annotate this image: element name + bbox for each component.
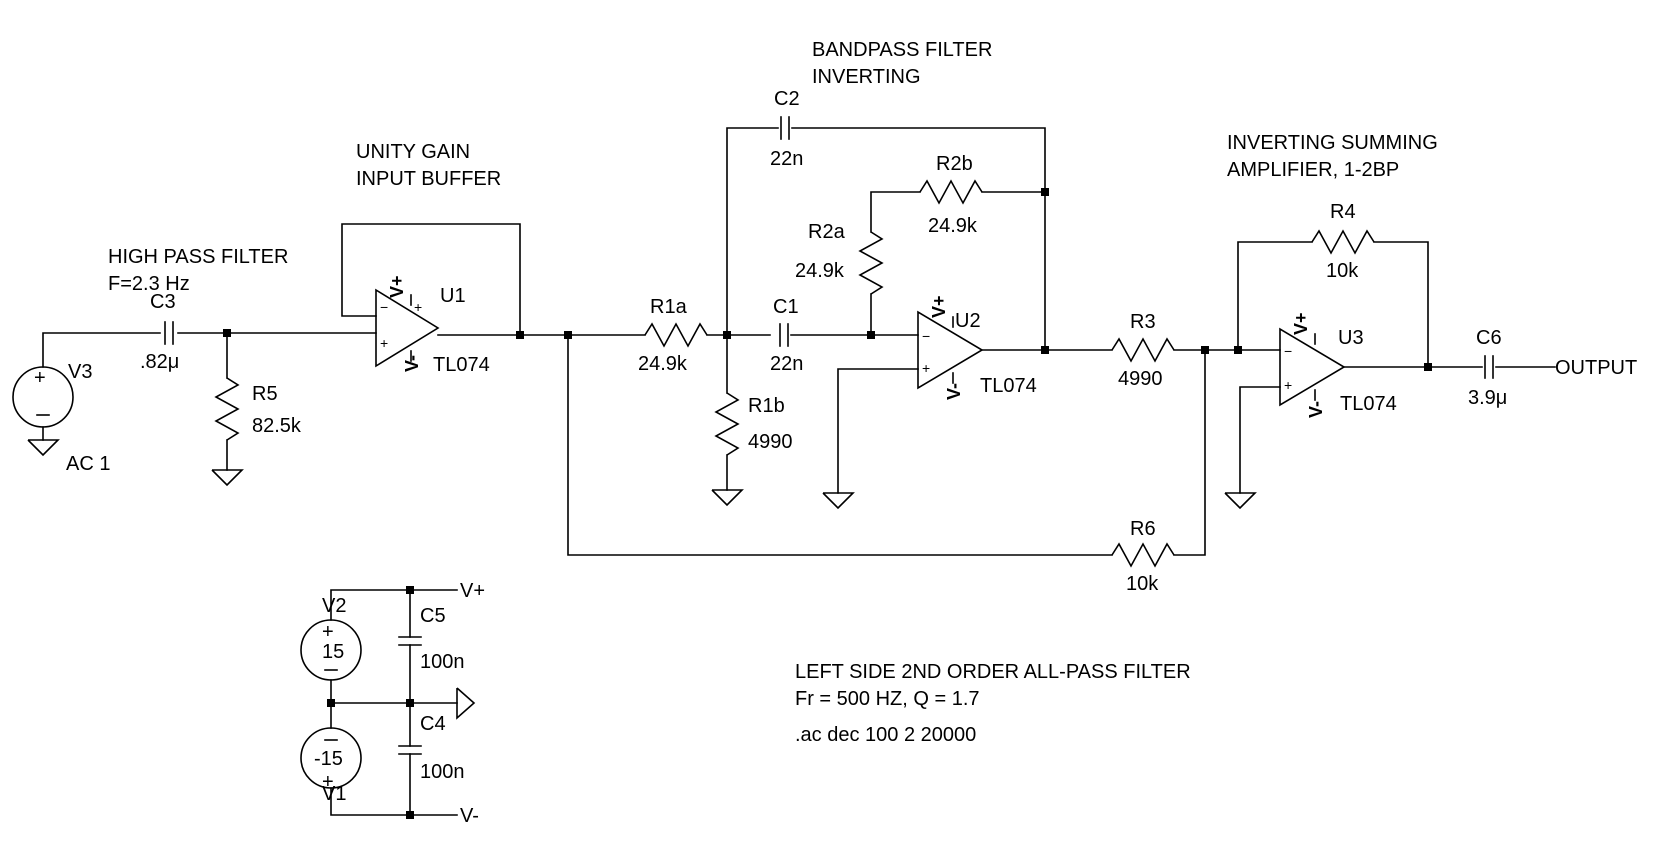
u2-value: TL074 <box>980 375 1037 397</box>
r2b-label: R2b <box>936 153 973 175</box>
c5-value: 100n <box>420 651 465 673</box>
r1a-value: 24.9k <box>638 353 688 375</box>
u1-plus-pin: + <box>380 335 388 351</box>
vminus-net-label: V- <box>460 805 479 827</box>
u3-minus-pin: − <box>1284 343 1292 359</box>
r2a-label: R2a <box>808 221 846 243</box>
c3-label: C3 <box>150 291 176 313</box>
c2-value: 22n <box>770 148 803 170</box>
svg-text:+: + <box>322 621 334 643</box>
opamp-u3[interactable]: − + <box>1279 327 1346 407</box>
resistor-r1a[interactable] <box>644 322 708 348</box>
buffer-title-line1: UNITY GAIN <box>356 141 470 163</box>
bandpass-title-line2: INVERTING <box>812 66 921 88</box>
r1a-label: R1a <box>650 296 688 318</box>
r6-label: R6 <box>1130 518 1156 540</box>
summing-title-line2: AMPLIFIER, 1-2BP <box>1227 159 1399 181</box>
u1-minus-pin: − <box>380 299 388 315</box>
opamp-u2[interactable]: − + <box>917 310 984 390</box>
capacitor-c3[interactable] <box>164 321 174 345</box>
ground-u3 <box>1224 492 1257 510</box>
spice-directive: .ac dec 100 2 20000 <box>795 724 976 746</box>
capacitor-c4[interactable] <box>398 745 422 755</box>
u3-plus-pin: + <box>1284 377 1292 393</box>
opamp-u1[interactable]: − + + <box>375 288 440 368</box>
c4-label: C4 <box>420 713 446 735</box>
bandpass-title-line1: BANDPASS FILTER <box>812 39 992 61</box>
c2-label: C2 <box>774 88 800 110</box>
r1b-value: 4990 <box>748 431 793 453</box>
allpass-parameters: Fr = 500 HZ, Q = 1.7 <box>795 688 980 710</box>
u1-vplus-pin: V+ <box>387 275 407 298</box>
source-v3[interactable]: + <box>12 366 74 428</box>
output-net-label: OUTPUT <box>1555 357 1637 379</box>
u3-vplus-pin: V+ <box>1291 312 1311 335</box>
v2-label: V2 <box>322 595 346 617</box>
c4-value: 100n <box>420 761 465 783</box>
svg-text:+: + <box>414 299 422 315</box>
buffer-title-line2: INPUT BUFFER <box>356 168 501 190</box>
summing-title-line1: INVERTING SUMMING <box>1227 132 1438 154</box>
allpass-title: LEFT SIDE 2ND ORDER ALL-PASS FILTER <box>795 661 1191 683</box>
resistor-r2a[interactable] <box>858 191 921 336</box>
c5-label: C5 <box>420 605 446 627</box>
r5-value: 82.5k <box>252 415 302 437</box>
vplus-net-label: V+ <box>460 580 485 602</box>
u2-plus-pin: + <box>922 360 930 376</box>
ground-u2 <box>822 492 855 510</box>
u3-label: U3 <box>1338 327 1364 349</box>
u1-label: U1 <box>440 285 466 307</box>
resistor-r2b[interactable] <box>919 179 983 205</box>
r4-label: R4 <box>1330 201 1356 223</box>
v1-value: -15 <box>314 748 343 770</box>
ground-r1b <box>711 489 744 507</box>
u3-vminus-pin: V- <box>1306 401 1326 418</box>
r3-label: R3 <box>1130 311 1156 333</box>
highpass-frequency: F=2.3 Hz <box>108 273 190 295</box>
capacitor-c2[interactable] <box>780 116 790 140</box>
capacitor-c5[interactable] <box>398 636 422 646</box>
r2b-value: 24.9k <box>928 215 978 237</box>
ground-v3 <box>27 426 60 457</box>
resistor-r3[interactable] <box>1111 337 1175 363</box>
resistor-r4[interactable] <box>1311 229 1375 255</box>
capacitor-c1[interactable] <box>779 323 789 347</box>
r3-value: 4990 <box>1118 368 1163 390</box>
c6-label: C6 <box>1476 327 1502 349</box>
capacitor-c6[interactable] <box>1484 355 1494 379</box>
highpass-title: HIGH PASS FILTER <box>108 246 288 268</box>
v3-plus-sign: + <box>34 367 46 389</box>
ground-r5 <box>211 469 244 487</box>
v3-value: AC 1 <box>66 453 110 475</box>
u2-vplus-pin: V+ <box>929 295 949 318</box>
c1-value: 22n <box>770 353 803 375</box>
svg-text:+: + <box>322 771 334 793</box>
u1-value: TL074 <box>433 354 490 376</box>
r6-value: 10k <box>1126 573 1159 595</box>
resistor-r6[interactable] <box>1111 542 1175 568</box>
u2-label: U2 <box>955 310 981 332</box>
r5-label: R5 <box>252 383 278 405</box>
u2-vminus-pin: V- <box>944 383 964 400</box>
r2a-value: 24.9k <box>795 260 845 282</box>
v2-value: 15 <box>322 641 344 663</box>
resistor-r1b[interactable] <box>714 334 740 491</box>
r4-value: 10k <box>1326 260 1359 282</box>
v3-label: V3 <box>68 361 92 383</box>
u1-vminus-pin: V- <box>402 355 422 372</box>
resistor-r5[interactable] <box>214 332 240 471</box>
u3-value: TL074 <box>1340 393 1397 415</box>
v1-label: V1 <box>322 783 346 805</box>
c6-value: 3.9μ <box>1468 387 1507 409</box>
c3-value: .82μ <box>140 351 179 373</box>
u2-minus-pin: − <box>922 328 930 344</box>
r1b-label: R1b <box>748 395 785 417</box>
ground-supply <box>456 687 476 720</box>
c1-label: C1 <box>773 296 799 318</box>
